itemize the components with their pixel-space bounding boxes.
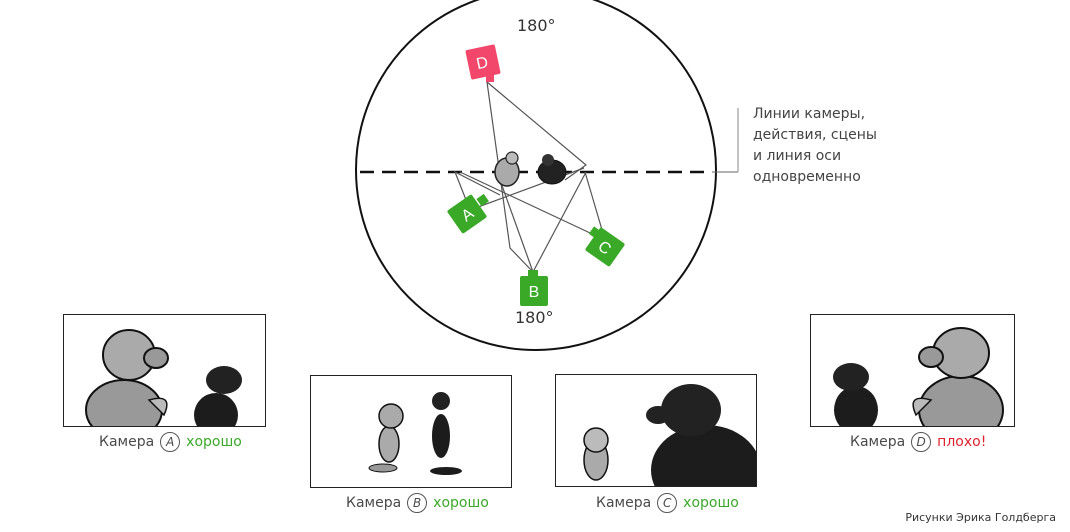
note-line: действия, сцены bbox=[753, 127, 877, 143]
camera-id-badge: C bbox=[657, 493, 678, 513]
camera-a-marker: A bbox=[447, 193, 489, 234]
svg-text:B: B bbox=[529, 284, 540, 301]
illustration-credit: Рисунки Эрика Голдберга bbox=[905, 511, 1056, 524]
caption-label: Камера bbox=[596, 495, 652, 511]
sight-lines bbox=[453, 81, 606, 273]
camera-d-marker: D bbox=[465, 44, 501, 82]
stage-circle bbox=[355, 0, 717, 351]
camera-id-badge: A bbox=[160, 432, 181, 452]
frame-c-illustration bbox=[583, 384, 756, 486]
frame-d-illustration bbox=[833, 327, 1004, 426]
frame-b-illustration bbox=[368, 392, 462, 475]
verdict-text: хорошо bbox=[683, 495, 739, 511]
caption-label: Камера bbox=[346, 495, 402, 511]
characters-top-view bbox=[494, 151, 567, 187]
caption-label: Камера bbox=[99, 434, 155, 450]
caption-label: Камера bbox=[850, 434, 906, 450]
note-line: и линия оси bbox=[753, 148, 842, 164]
angle-bottom-label: 180° bbox=[515, 308, 554, 327]
frame-camera-b bbox=[310, 375, 512, 488]
svg-text:D: D bbox=[475, 54, 490, 73]
note-line: Линии камеры, bbox=[753, 106, 866, 122]
axis-note: Линии камеры, действия, сцены и линия ос… bbox=[753, 104, 877, 188]
angle-top-label: 180° bbox=[517, 16, 556, 35]
verdict-text: плохо! bbox=[937, 434, 987, 450]
verdict-text: хорошо bbox=[433, 495, 489, 511]
camera-id-badge: D bbox=[911, 432, 932, 452]
verdict-text: хорошо bbox=[186, 434, 242, 450]
note-line: одновременно bbox=[753, 169, 861, 185]
camera-b-marker: B bbox=[520, 270, 548, 306]
frame-camera-a bbox=[63, 314, 266, 427]
camera-id-badge: B bbox=[407, 493, 428, 513]
frame-a-illustration bbox=[85, 329, 242, 426]
camera-c-marker: C bbox=[585, 226, 625, 267]
frame-camera-d bbox=[810, 314, 1015, 427]
frame-camera-c bbox=[555, 374, 757, 487]
